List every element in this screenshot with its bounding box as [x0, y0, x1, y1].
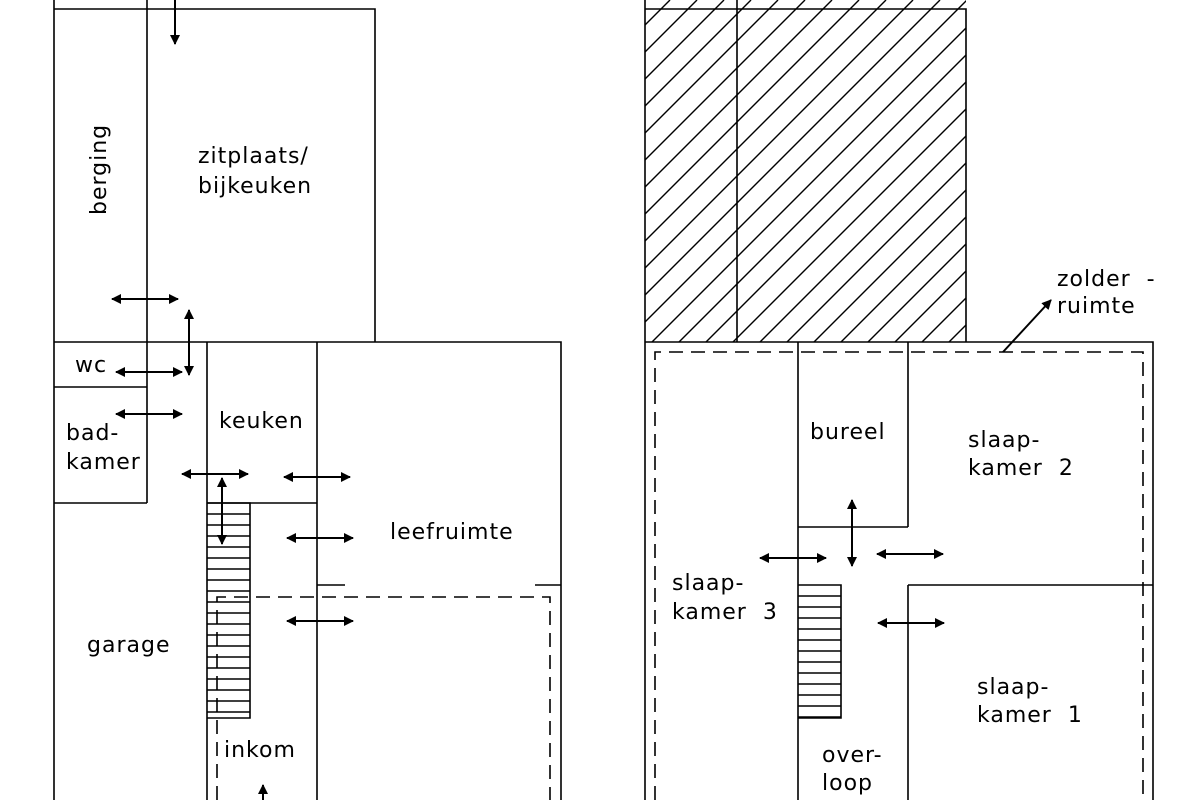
bureau-wall	[797, 342, 909, 800]
label-badkamer-2: kamer	[66, 450, 141, 475]
hatch-line	[645, 0, 725, 80]
hatch-line	[162, 0, 562, 400]
label-zitplaats-1: zitplaats/	[198, 144, 309, 169]
main-house-wall	[53, 341, 562, 800]
hatch-line	[651, 27, 966, 342]
hatch-line	[0, 0, 400, 400]
label-inkom: inkom	[224, 738, 296, 763]
hatch-line	[645, 0, 806, 161]
door-arrows-first	[759, 299, 1052, 628]
hatch-line	[948, 324, 966, 342]
hatch-line	[999, 0, 1200, 400]
label-slaapkamer1-2: kamer 1	[977, 703, 1083, 728]
ground-floor-plan: berging zitplaats/ bijkeuken wc bad- kam…	[53, 0, 562, 800]
hatched-roof-area	[0, 0, 1200, 400]
annex-wall	[53, 0, 376, 342]
hatch-line	[645, 0, 752, 107]
ground-stairs	[207, 502, 251, 719]
label-berging: berging	[87, 124, 112, 215]
hatch-line	[678, 54, 966, 342]
hatch-line	[645, 0, 671, 26]
hatch-line	[243, 0, 643, 400]
label-slaapkamer2-1: slaap-	[968, 428, 1040, 453]
hatch-line	[645, 0, 860, 215]
attic-dashed-outline	[654, 351, 1144, 800]
hatch-line	[732, 108, 966, 342]
hatch-line	[945, 0, 1200, 400]
hatch-line	[786, 162, 966, 342]
label-slaapkamer1-1: slaap-	[977, 675, 1049, 700]
hatch-line	[645, 0, 966, 323]
hatch-line	[81, 0, 481, 400]
hatch-line	[216, 0, 616, 400]
label-garage: garage	[87, 633, 170, 658]
hatch-line	[108, 0, 508, 400]
hatch-line	[645, 0, 698, 53]
label-keuken: keuken	[219, 409, 304, 434]
label-zolder-2: ruimte	[1057, 294, 1136, 319]
hatch-line	[840, 216, 966, 342]
label-slaapkamer2-2: kamer 2	[968, 456, 1074, 481]
label-slaapkamer3-2: kamer 3	[672, 600, 778, 625]
hatch-line	[645, 0, 914, 269]
hatch-line	[972, 0, 1200, 400]
door-arrows-ground	[111, 0, 354, 800]
label-slaapkamer3-1: slaap-	[672, 571, 744, 596]
label-bureel: bureel	[810, 420, 886, 445]
label-overloop-1: over-	[822, 743, 883, 768]
first-floor-stairs	[798, 584, 842, 719]
label-leefruimte: leefruimte	[390, 520, 514, 545]
hatch-line	[54, 0, 454, 400]
hatch-line	[813, 189, 966, 342]
hatch-line	[645, 0, 887, 242]
hatch-line	[894, 270, 966, 342]
label-zolder-1: zolder -	[1057, 267, 1156, 292]
hatch-line	[645, 0, 779, 134]
dashed-outline	[216, 596, 551, 800]
hatch-line	[705, 81, 966, 342]
hatch-line	[135, 0, 535, 400]
hatch-line	[867, 243, 966, 342]
hatch-line	[189, 0, 589, 400]
label-wc: wc	[75, 353, 107, 378]
hatch-line	[759, 135, 966, 342]
hatch-line	[645, 0, 941, 296]
label-overloop-2: loop	[822, 771, 873, 796]
label-zitplaats-2: bijkeuken	[198, 174, 312, 199]
hatch-line	[921, 297, 966, 342]
label-badkamer-1: bad-	[66, 421, 119, 446]
arrow-zolder	[1002, 299, 1052, 353]
first-floor-wall	[644, 341, 1154, 800]
hatch-line	[645, 0, 833, 188]
